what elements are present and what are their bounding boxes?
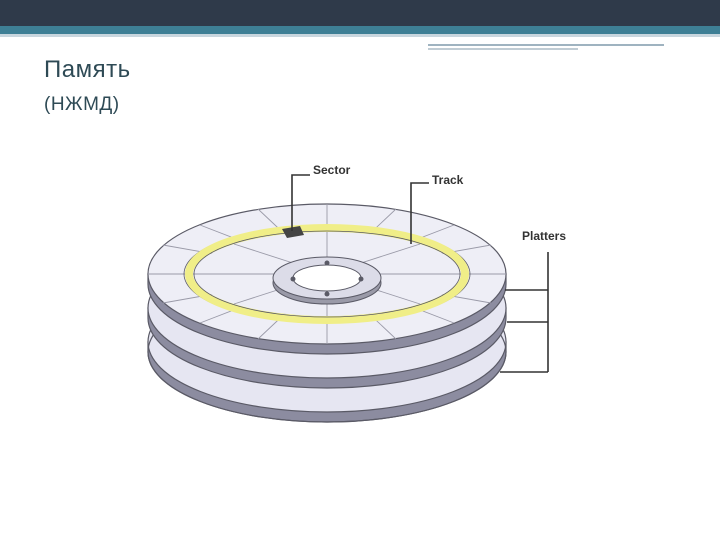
track-ring xyxy=(183,224,471,324)
platters-label: Platters xyxy=(522,229,566,243)
track-callout xyxy=(410,182,429,244)
slide-title: Память xyxy=(44,56,131,83)
header-bar xyxy=(0,0,720,26)
header-thin-line xyxy=(0,34,720,37)
spindle-hub xyxy=(272,256,382,305)
highlighted-sector xyxy=(282,226,304,238)
header-accent-line-short xyxy=(428,48,578,50)
track-label: Track xyxy=(432,173,464,187)
header-accent-line xyxy=(428,44,664,46)
sector-callout xyxy=(291,174,310,231)
sector-label: Sector xyxy=(313,163,351,177)
slide-subtitle: (НЖМД) xyxy=(44,94,120,115)
header-stripe xyxy=(0,26,720,34)
platters-callout xyxy=(500,252,549,373)
